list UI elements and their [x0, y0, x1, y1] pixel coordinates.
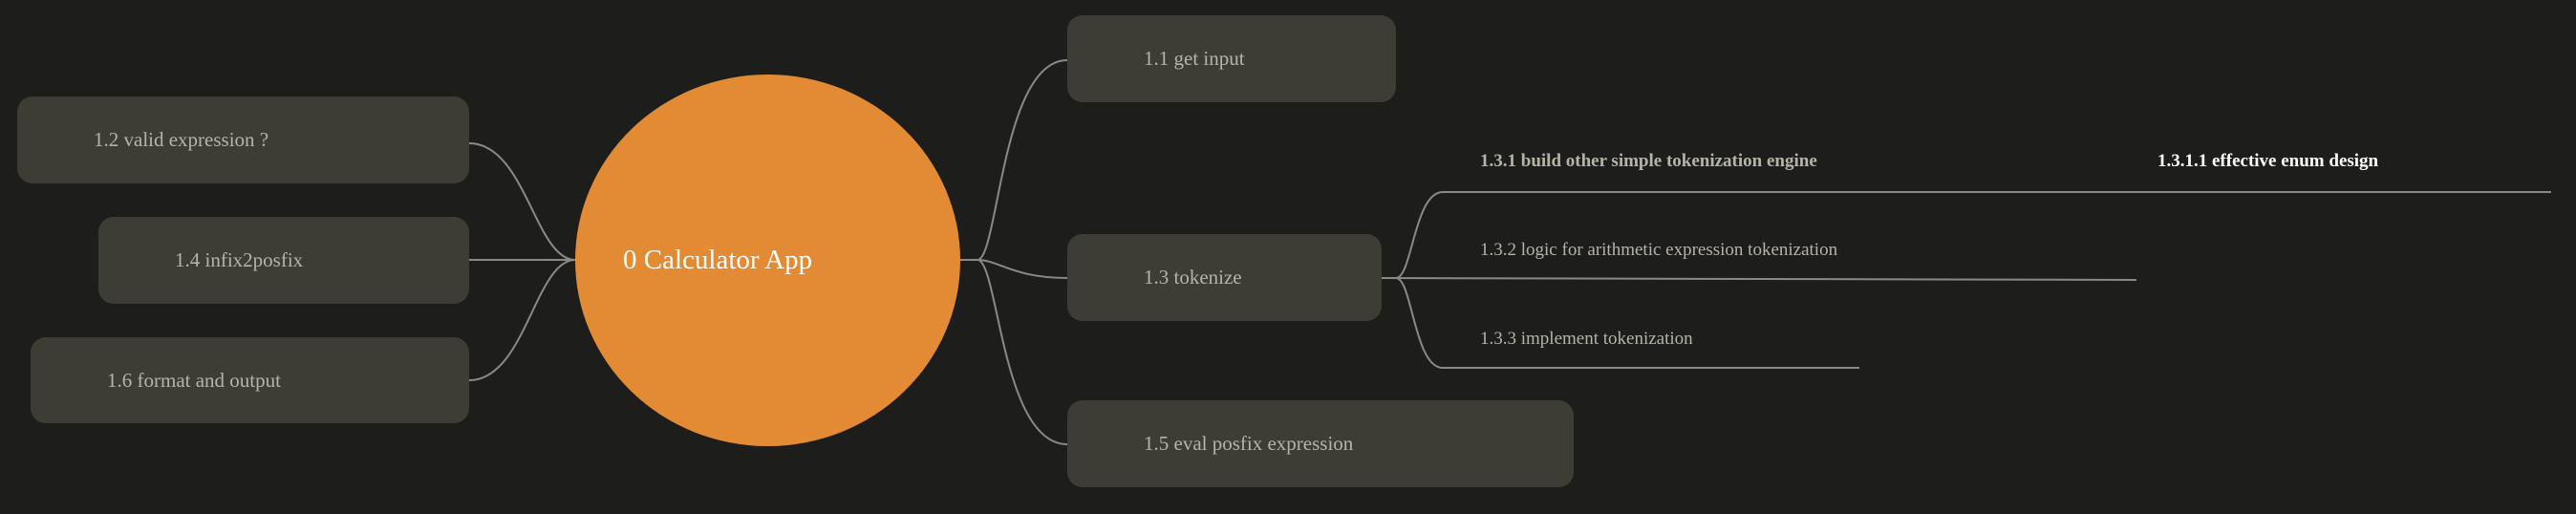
node-label: 1.2 valid expression ? [94, 128, 269, 151]
node-1-1-get-input[interactable]: 1.1 get input [1067, 15, 1396, 102]
node-label: 1.4 infix2posfix [175, 248, 304, 271]
connector-n13-n131 [1382, 191, 2136, 279]
node-1-3-2-arithmetic-tokenization-logic[interactable]: 1.3.2 logic for arithmetic expression to… [1480, 240, 1838, 260]
node-label: 1.1 get input [1144, 47, 1245, 70]
node-1-5-eval-posfix-expression[interactable]: 1.5 eval posfix expression [1067, 400, 1574, 487]
root-node[interactable]: 0 Calculator App [575, 75, 960, 446]
connector-n13-n132 [1381, 277, 2137, 281]
node-1-6-format-and-output[interactable]: 1.6 format and output [31, 337, 469, 423]
connector-root-n13 [960, 259, 1068, 279]
node-1-2-valid-expression[interactable]: 1.2 valid expression ? [17, 96, 469, 183]
root-node-label: 0 Calculator App [623, 245, 813, 275]
connector-n13-n133 [1382, 277, 1859, 369]
connector-root-n15 [960, 259, 1068, 445]
node-label: 1.3 tokenize [1144, 266, 1242, 289]
connector-root-n16 [468, 259, 576, 381]
connector-root-n12 [468, 142, 576, 261]
node-1-4-infix2posfix[interactable]: 1.4 infix2posfix [98, 217, 469, 304]
node-1-3-1-1-effective-enum-design[interactable]: 1.3.1.1 effective enum design [2157, 151, 2379, 171]
node-label: 1.5 eval posfix expression [1144, 432, 1354, 455]
node-label: 1.6 format and output [107, 368, 281, 392]
node-1-3-tokenize[interactable]: 1.3 tokenize [1067, 234, 1382, 321]
connector-root-n11 [960, 59, 1068, 261]
node-1-3-1-build-tokenization-engine[interactable]: 1.3.1 build other simple tokenization en… [1480, 151, 1817, 171]
node-1-3-3-implement-tokenization[interactable]: 1.3.3 implement tokenization [1480, 329, 1693, 349]
